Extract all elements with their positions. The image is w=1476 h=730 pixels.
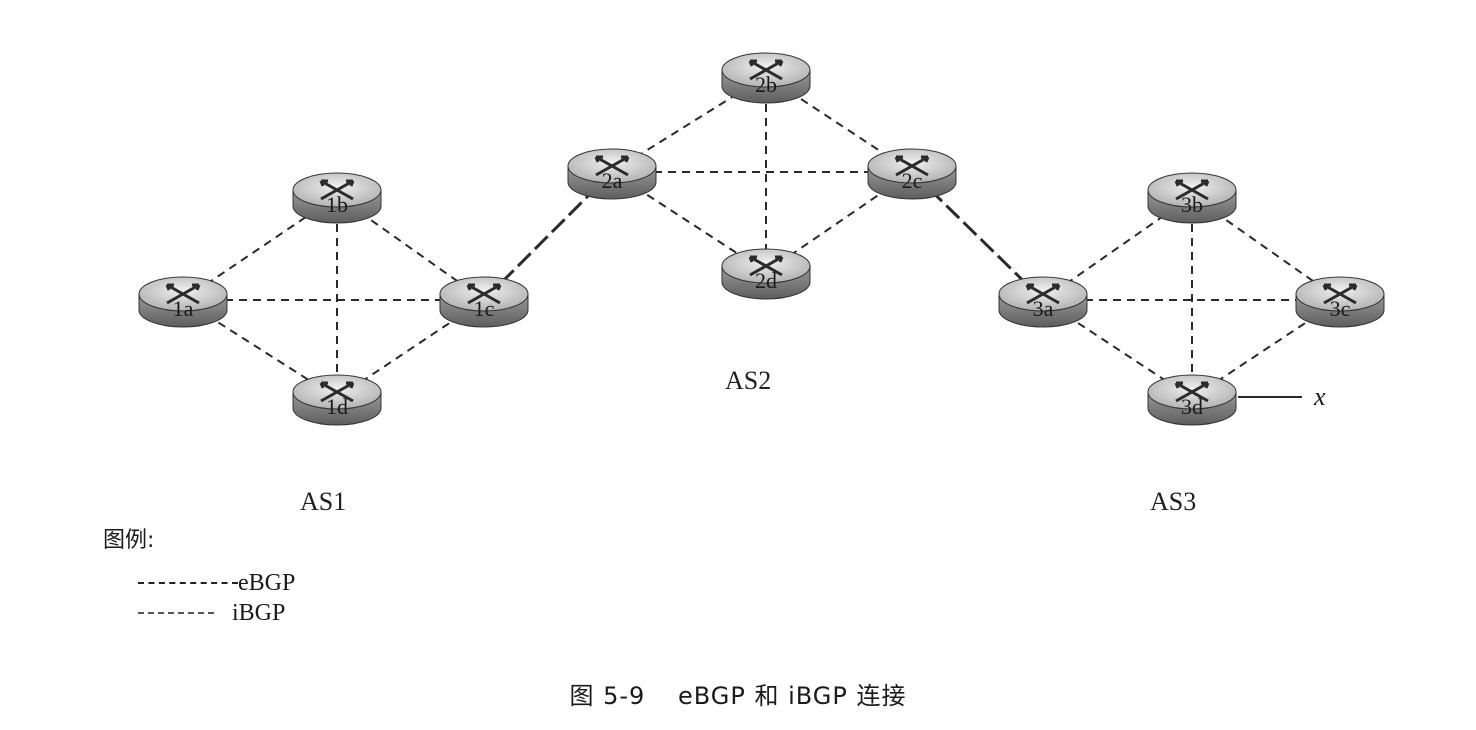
router-label-3c: 3c [1330, 296, 1351, 321]
as3-label: AS3 [1150, 487, 1196, 516]
router-arrows-icon [1025, 283, 1061, 305]
router-arrows-icon [594, 155, 630, 177]
router-1a: 1a [138, 276, 228, 328]
ibgp-dash-sample [138, 612, 214, 614]
router-3d: 3d [1147, 374, 1237, 426]
router-2c: 2c [867, 148, 957, 200]
router-label-1c: 1c [474, 296, 495, 321]
router-3c: 3c [1295, 276, 1385, 328]
router-3a: 3a [998, 276, 1088, 328]
router-label-2d: 2d [755, 268, 777, 293]
router-label-2a: 2a [602, 168, 623, 193]
router-arrows-icon [748, 255, 784, 277]
router-arrows-icon [466, 283, 502, 305]
router-1b: 1b [292, 172, 382, 224]
external-destination-label: x [1313, 382, 1326, 411]
router-arrows-icon [165, 283, 201, 305]
routers-layer: 1a 1b 1c 1d 2a 2b 2c 2d 3a 3b 3c 3d [138, 52, 1385, 426]
router-arrows-icon [319, 381, 355, 403]
router-arrows-icon [1174, 179, 1210, 201]
router-1c: 1c [439, 276, 529, 328]
router-label-3d: 3d [1181, 394, 1203, 419]
figure-caption-text: eBGP 和 iBGP 连接 [677, 682, 907, 710]
router-label-3a: 3a [1033, 296, 1054, 321]
network-diagram: 1a 1b 1c 1d 2a 2b 2c 2d 3a 3b 3c 3d x AS1 AS2 AS3 [138, 52, 1385, 516]
as2-label: AS2 [725, 366, 771, 395]
router-label-1a: 1a [173, 296, 194, 321]
router-label-1b: 1b [326, 192, 348, 217]
legend-ebgp-label: eBGP [238, 569, 296, 596]
router-arrows-icon [1322, 283, 1358, 305]
router-arrows-icon [748, 59, 784, 81]
router-label-1d: 1d [326, 394, 348, 419]
legend-ibgp-label: iBGP [232, 599, 286, 626]
router-2b: 2b [721, 52, 811, 104]
router-label-2c: 2c [902, 168, 923, 193]
as1-label: AS1 [300, 487, 346, 516]
router-2d: 2d [721, 248, 811, 300]
links-layer [182, 75, 1341, 399]
router-1d: 1d [292, 374, 382, 426]
router-3b: 3b [1147, 172, 1237, 224]
legend-title: 图例: [103, 528, 155, 553]
router-arrows-icon [319, 179, 355, 201]
figure-caption: 图 5-9 eBGP 和 iBGP 连接 [0, 676, 1476, 711]
router-arrows-icon [894, 155, 930, 177]
router-label-2b: 2b [755, 72, 777, 97]
legend-row-ibgp: iBGP [138, 598, 295, 628]
legend-row-ebgp: eBGP [138, 568, 295, 598]
router-label-3b: 3b [1181, 192, 1203, 217]
ebgp-dash-sample [138, 582, 238, 584]
router-arrows-icon [1174, 381, 1210, 403]
figure-number: 图 5-9 [569, 682, 646, 710]
legend: 图例: eBGP iBGP [103, 522, 295, 628]
router-2a: 2a [567, 148, 657, 200]
